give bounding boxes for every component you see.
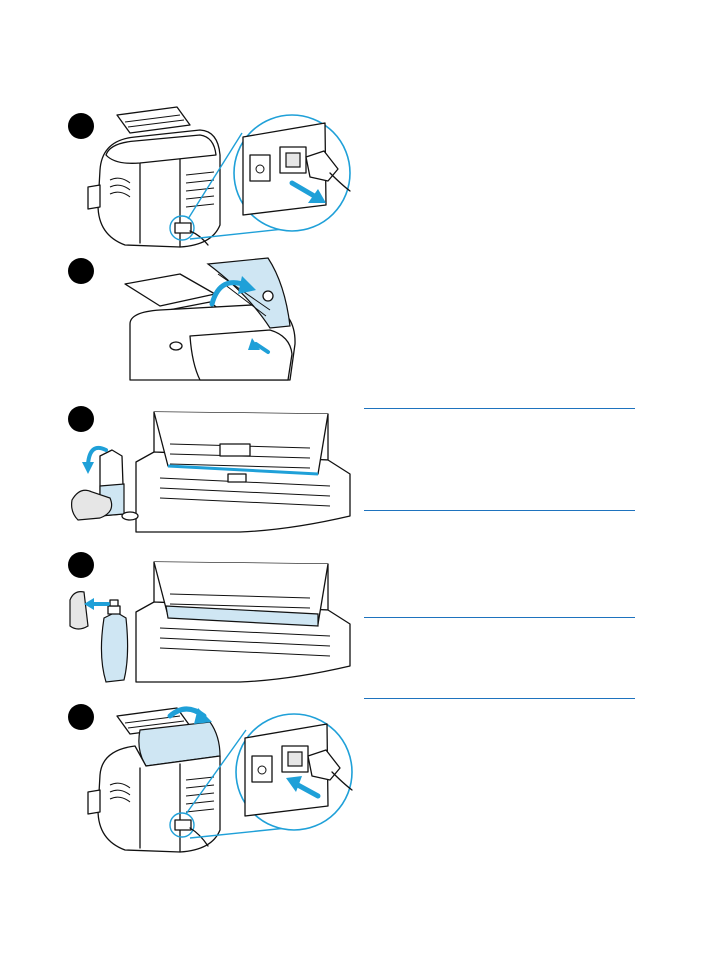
divider-rule-2 (364, 510, 635, 511)
step-2-badge (68, 258, 94, 284)
divider-rule-4 (364, 698, 635, 699)
step-1-badge (68, 113, 94, 139)
step-2-illustration (124, 257, 296, 381)
step-5-illustration (87, 706, 353, 853)
step-3-illustration (71, 411, 351, 533)
step-4-illustration (69, 561, 351, 683)
step-4-badge (68, 552, 94, 578)
step-3-badge (68, 406, 94, 432)
step-5-badge (68, 704, 94, 730)
divider-rule-1 (364, 408, 635, 409)
divider-rule-3 (364, 617, 635, 618)
step-1-illustration (87, 106, 351, 248)
